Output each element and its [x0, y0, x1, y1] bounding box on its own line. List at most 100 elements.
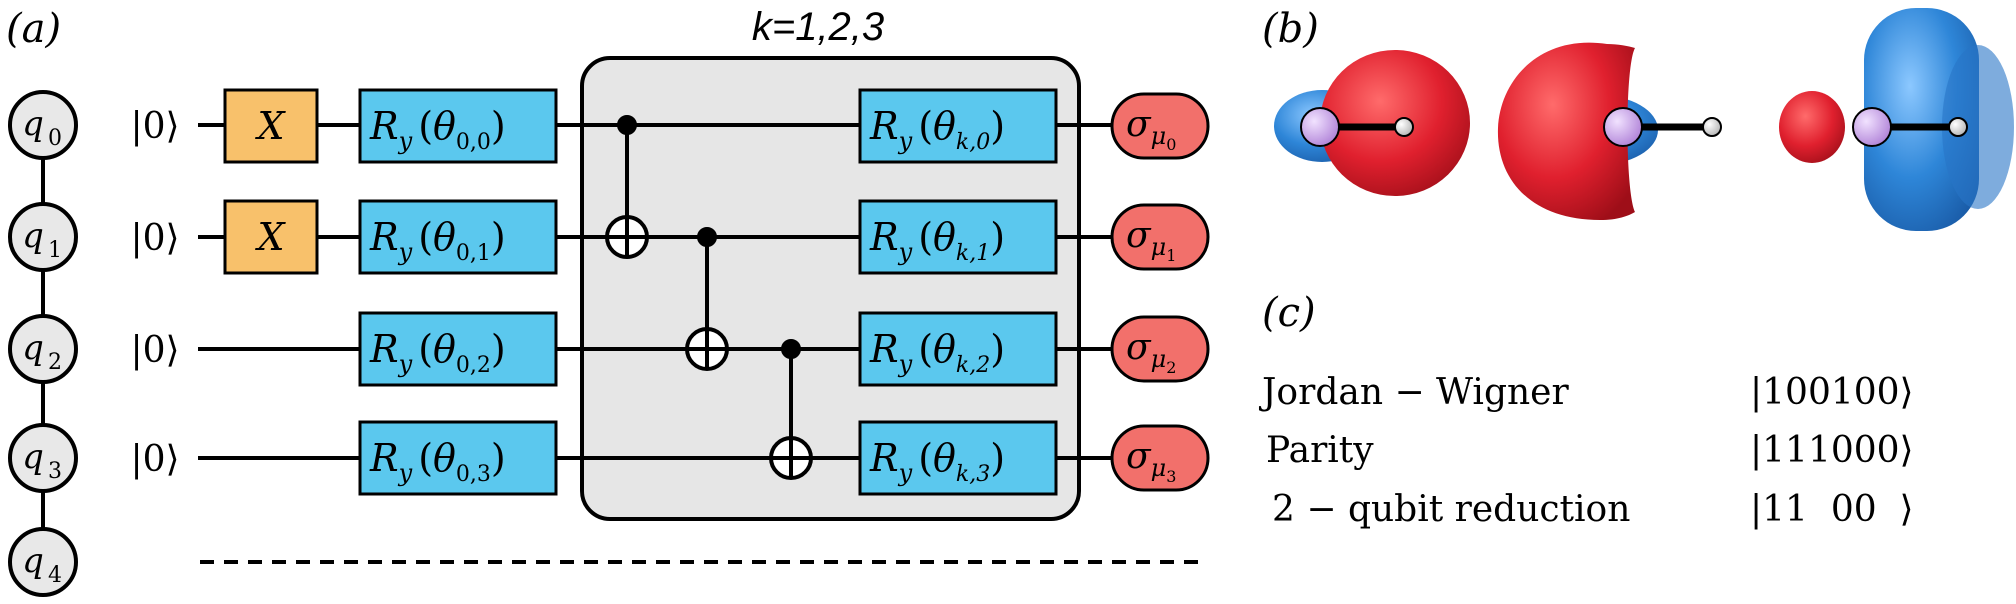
- x-gate-0: X: [223, 88, 319, 164]
- encoding-state-0: |100100⟩: [1750, 372, 1914, 413]
- svg-text:Ry(θk,1): Ry(θk,1): [869, 215, 1005, 266]
- qubit-sub: 2: [48, 350, 62, 375]
- ry-y: y: [398, 459, 413, 487]
- ry-theta-sub: k,3: [956, 462, 990, 487]
- x-gates: X X: [223, 88, 319, 275]
- encoding-table: Jordan − Wigner |100100⟩ Parity |111000⟩…: [1258, 372, 1914, 530]
- ry-y: y: [898, 350, 913, 378]
- mu-sub: 2: [1166, 358, 1176, 377]
- ry-R: R: [369, 104, 399, 148]
- qubit-nodes: q 0 q 1 q 2 q 3 q 4: [8, 90, 78, 597]
- ry-R: R: [869, 215, 899, 259]
- encoding-state-2: |11 00 ⟩: [1750, 489, 1914, 530]
- cnot-1-2: [685, 227, 729, 371]
- orbital-2: [1497, 42, 1722, 220]
- panel-label-b: (b): [1262, 6, 1319, 52]
- panel-label-c: (c): [1262, 290, 1316, 336]
- svg-text:σμ1: σμ1: [1126, 215, 1176, 265]
- measure-3: σμ3: [1110, 424, 1210, 492]
- mu-sub: 3: [1166, 467, 1176, 486]
- mu: μ: [1151, 345, 1167, 373]
- mu-sub: 1: [1166, 246, 1176, 265]
- x-gate-label: X: [254, 215, 286, 259]
- ry-theta-sub: k,1: [956, 241, 990, 266]
- mu: μ: [1151, 233, 1167, 261]
- ry-R: R: [369, 327, 399, 371]
- sigma: σ: [1126, 104, 1152, 145]
- svg-text:Ry(θk,3): Ry(θk,3): [869, 436, 1005, 487]
- qubit-label: q: [22, 104, 44, 144]
- svg-text:σμ2: σμ2: [1126, 327, 1176, 377]
- ket-3: |0⟩: [130, 439, 179, 480]
- ry-theta: θ: [933, 436, 956, 480]
- ry-gate-k-1: Ry(θk,1): [858, 199, 1058, 275]
- atom-small: [1702, 117, 1722, 137]
- ry-theta-sub: 0,0: [456, 130, 491, 155]
- svg-text:Ry(θk,2): Ry(θk,2): [869, 327, 1005, 378]
- ry-theta: θ: [433, 327, 456, 371]
- ry-R: R: [369, 215, 399, 259]
- ry-gate-k-3: Ry(θk,3): [858, 420, 1058, 496]
- qubit-node-0: q 0: [8, 90, 78, 160]
- atom-large: [1603, 107, 1643, 147]
- qubit-node-3: q 3: [8, 423, 78, 493]
- encoding-state-1: |111000⟩: [1750, 430, 1914, 471]
- measure-0: σμ0: [1110, 92, 1210, 160]
- ry-R: R: [869, 327, 899, 371]
- ry-theta: θ: [433, 215, 456, 259]
- ry-theta-sub: 0,3: [456, 462, 491, 487]
- qubit-sub: 4: [48, 563, 62, 588]
- mu-sub: 0: [1166, 135, 1176, 154]
- svg-text:Ry(θ0,2): Ry(θ0,2): [369, 327, 506, 378]
- ry-theta: θ: [933, 327, 956, 371]
- orbital-3: [1779, 8, 2014, 231]
- ry-theta: θ: [933, 104, 956, 148]
- svg-text:σμ0: σμ0: [1126, 104, 1176, 154]
- qubit-label: q: [22, 437, 44, 477]
- svg-text:σμ3: σμ3: [1126, 436, 1176, 486]
- qubit-label: q: [22, 328, 44, 368]
- measure-2: σμ2: [1110, 315, 1210, 383]
- panel-label-a: (a): [6, 6, 61, 52]
- ry-y: y: [898, 127, 913, 155]
- ry-gate-init-0: Ry(θ0,0): [358, 88, 558, 164]
- atom-large: [1852, 107, 1892, 147]
- ry-gate-init-1: Ry(θ0,1): [358, 199, 558, 275]
- qubit-node-4: q 4: [8, 527, 78, 597]
- ry-theta: θ: [433, 104, 456, 148]
- ry-theta: θ: [433, 436, 456, 480]
- qubit-node-1: q 1: [8, 202, 78, 272]
- ry-gate-k-2: Ry(θk,2): [858, 311, 1058, 387]
- control-dot: [617, 115, 637, 135]
- sigma: σ: [1126, 215, 1152, 256]
- measure-1: σμ1: [1110, 203, 1210, 271]
- qubit-label: q: [22, 216, 44, 256]
- ry-theta-sub: k,0: [956, 130, 990, 155]
- encoding-name-2: 2 − qubit reduction: [1272, 489, 1630, 530]
- x-gate-1: X: [223, 199, 319, 275]
- block-label: k=1,2,3: [752, 5, 884, 49]
- kets: |0⟩ |0⟩ |0⟩ |0⟩: [112, 100, 198, 483]
- sigma: σ: [1126, 436, 1152, 477]
- qubit-sub: 0: [48, 126, 62, 151]
- mu: μ: [1151, 122, 1167, 150]
- svg-text:Ry(θ0,1): Ry(θ0,1): [369, 215, 506, 266]
- ry-theta-sub: k,2: [956, 353, 990, 378]
- atom-small: [1394, 117, 1414, 137]
- ry-y: y: [898, 238, 913, 266]
- atom-large: [1300, 107, 1340, 147]
- cnot-ladder: [605, 115, 813, 480]
- ry-theta-sub: 0,2: [456, 353, 491, 378]
- mu: μ: [1151, 454, 1167, 482]
- ry-y: y: [898, 459, 913, 487]
- sigma: σ: [1126, 327, 1152, 368]
- svg-text:Ry(θ0,3): Ry(θ0,3): [369, 436, 506, 487]
- ry-init-layer: Ry(θ0,0) Ry(θ0,1) Ry(θ0,2) Ry(θ0,3): [358, 88, 558, 496]
- ry-y: y: [398, 350, 413, 378]
- ry-gate-init-3: Ry(θ0,3): [358, 420, 558, 496]
- x-gate-label: X: [254, 104, 286, 148]
- qubit-sub: 3: [48, 459, 62, 484]
- ry-R: R: [369, 436, 399, 480]
- svg-text:Ry(θ0,0): Ry(θ0,0): [369, 104, 506, 155]
